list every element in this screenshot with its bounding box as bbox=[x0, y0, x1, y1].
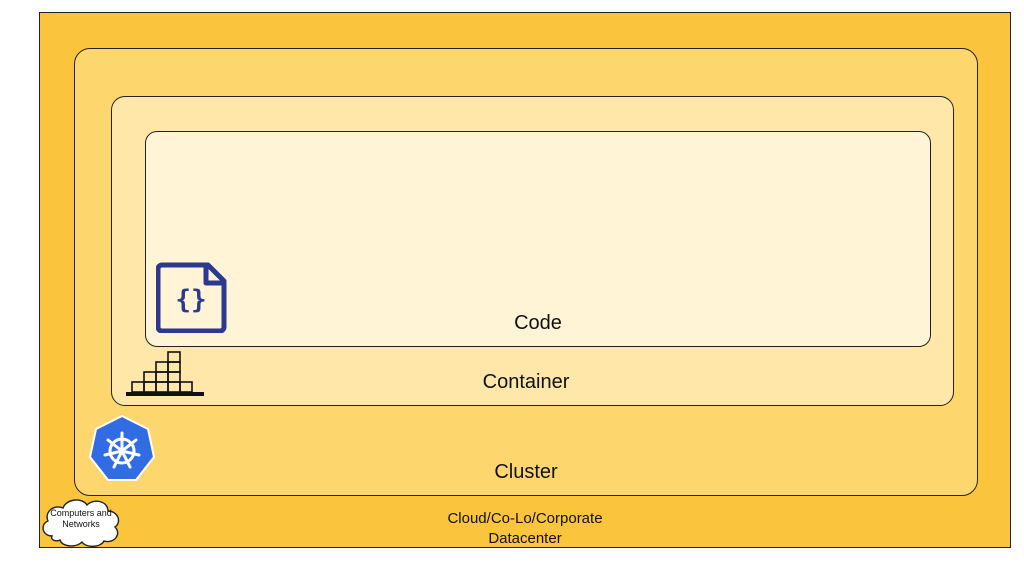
cloud-label: Computers and Networks bbox=[38, 508, 124, 530]
svg-text:{}: {} bbox=[175, 285, 206, 315]
container-stack-icon bbox=[126, 351, 204, 396]
code-layer bbox=[145, 131, 931, 347]
datacenter-label-line2: Datacenter bbox=[488, 530, 562, 547]
cloud-label-line2: Networks bbox=[62, 519, 100, 529]
code-file-icon: {} bbox=[156, 262, 227, 333]
cloud-shape: Computers and Networks bbox=[38, 494, 124, 548]
code-label: Code bbox=[514, 312, 562, 334]
kubernetes-icon bbox=[89, 415, 155, 481]
cluster-label: Cluster bbox=[494, 461, 558, 483]
cloud-label-line1: Computers and bbox=[50, 508, 112, 518]
datacenter-label: Cloud/Co-Lo/Corporate Datacenter bbox=[39, 509, 1011, 549]
datacenter-label-line1: Cloud/Co-Lo/Corporate bbox=[447, 510, 603, 527]
cloud-icon bbox=[42, 499, 120, 548]
container-label: Container bbox=[482, 371, 570, 393]
